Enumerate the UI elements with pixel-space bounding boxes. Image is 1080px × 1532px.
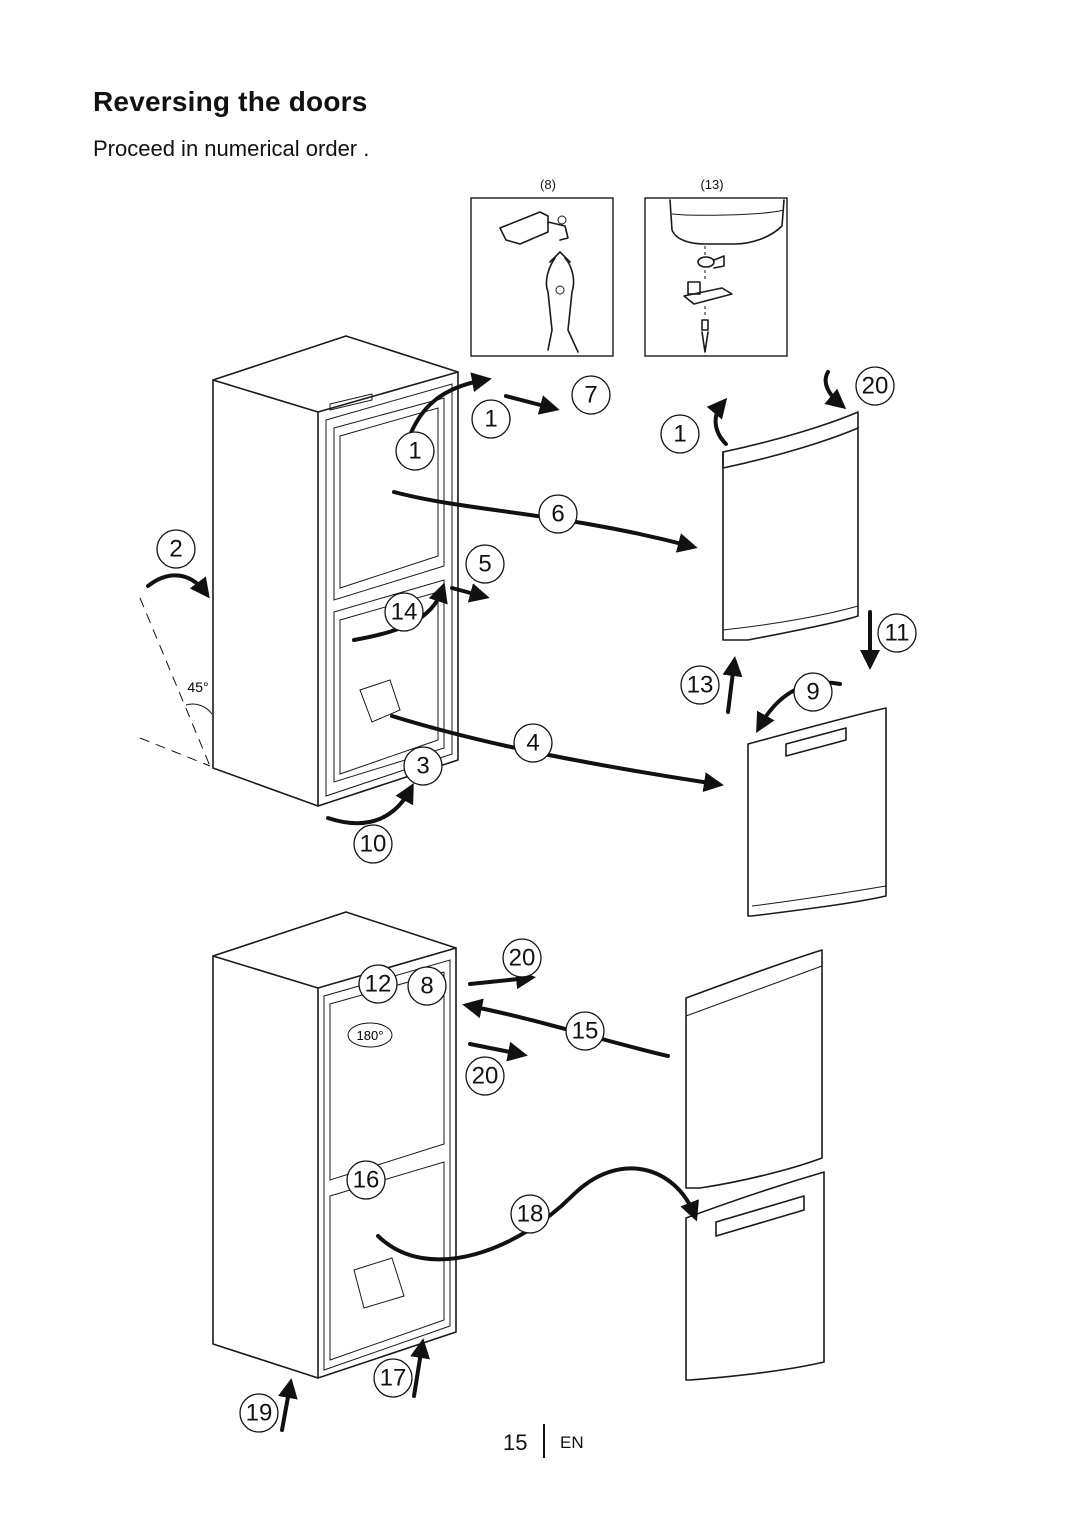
svg-text:9: 9 xyxy=(806,679,819,706)
rotation-badge: 180° xyxy=(347,1022,393,1048)
svg-text:8: 8 xyxy=(420,973,433,1000)
step-marker-20: 20 xyxy=(855,366,895,406)
lower-door xyxy=(747,707,887,917)
svg-text:16: 16 xyxy=(353,1167,380,1194)
inset-frame xyxy=(470,197,614,357)
step-marker-9: 9 xyxy=(793,672,833,712)
step-marker-20: 20 xyxy=(465,1056,505,1096)
step-marker-1: 1 xyxy=(395,431,435,471)
step-marker-17: 17 xyxy=(373,1358,413,1398)
fridge-cabinet-upper xyxy=(212,335,459,807)
svg-text:10: 10 xyxy=(360,831,387,858)
step-marker-13: 13 xyxy=(680,665,720,705)
svg-text:12: 12 xyxy=(365,971,392,998)
svg-text:20: 20 xyxy=(862,373,889,400)
upper-door-reversed xyxy=(685,949,823,1189)
step-marker-20: 20 xyxy=(502,938,542,978)
rotation-angle-label: 180° xyxy=(357,1028,384,1043)
inset-label-13: (13) xyxy=(700,177,723,192)
page-title: Reversing the doors xyxy=(93,86,368,117)
svg-text:18: 18 xyxy=(517,1201,544,1228)
svg-text:15: 15 xyxy=(572,1018,599,1045)
step-marker-4: 4 xyxy=(513,723,553,763)
svg-text:4: 4 xyxy=(526,730,539,757)
instruction-text: Proceed in numerical order . xyxy=(93,136,370,161)
inset-label-8: (8) xyxy=(540,177,556,192)
svg-text:20: 20 xyxy=(509,945,536,972)
step-marker-2: 2 xyxy=(156,529,196,569)
svg-text:7: 7 xyxy=(584,382,597,409)
step-marker-15: 15 xyxy=(565,1011,605,1051)
fridge-cabinet-lower xyxy=(212,911,457,1379)
step-marker-11: 11 xyxy=(877,613,917,653)
step-marker-8: 8 xyxy=(407,966,447,1006)
step-marker-3: 3 xyxy=(403,746,443,786)
svg-text:1: 1 xyxy=(673,421,686,448)
step-marker-1: 1 xyxy=(471,399,511,439)
hinge-bracket-icon xyxy=(499,211,569,245)
svg-text:6: 6 xyxy=(551,501,564,528)
step-marker-16: 16 xyxy=(346,1160,386,1200)
lower-door-reversed xyxy=(685,1171,825,1381)
motion-arrows xyxy=(146,370,880,1432)
pin-bushing-icon xyxy=(697,246,725,282)
step-marker-5: 5 xyxy=(465,544,505,584)
step-marker-10: 10 xyxy=(353,824,393,864)
svg-text:13: 13 xyxy=(687,672,714,699)
svg-text:3: 3 xyxy=(416,753,429,780)
inset-frame xyxy=(644,197,788,357)
step-marker-7: 7 xyxy=(571,375,611,415)
svg-text:11: 11 xyxy=(885,620,910,647)
svg-text:14: 14 xyxy=(391,599,418,626)
language-code: EN xyxy=(560,1433,584,1452)
step-marker-6: 6 xyxy=(538,494,578,534)
door-corner-icon xyxy=(669,199,785,245)
svg-text:19: 19 xyxy=(246,1400,273,1427)
svg-text:5: 5 xyxy=(478,551,491,578)
step-marker-12: 12 xyxy=(358,964,398,1004)
tilt-angle-label: 45° xyxy=(187,679,208,695)
inset-hinge-pliers: (8) xyxy=(470,177,614,357)
upper-door xyxy=(722,411,859,641)
hinge-plate-icon xyxy=(683,281,733,353)
svg-text:2: 2 xyxy=(169,536,182,563)
svg-text:20: 20 xyxy=(472,1063,499,1090)
step-marker-14: 14 xyxy=(384,592,424,632)
step-marker-1: 1 xyxy=(660,414,700,454)
svg-text:1: 1 xyxy=(484,406,497,433)
step-marker-18: 18 xyxy=(510,1194,550,1234)
step-marker-19: 19 xyxy=(239,1393,279,1433)
pliers-icon xyxy=(545,251,579,353)
svg-text:17: 17 xyxy=(380,1365,407,1392)
svg-text:1: 1 xyxy=(408,438,421,465)
page-number: 15 xyxy=(503,1430,528,1455)
tilt-guide: 45° xyxy=(139,597,213,767)
inset-door-pin: (13) xyxy=(644,177,788,357)
